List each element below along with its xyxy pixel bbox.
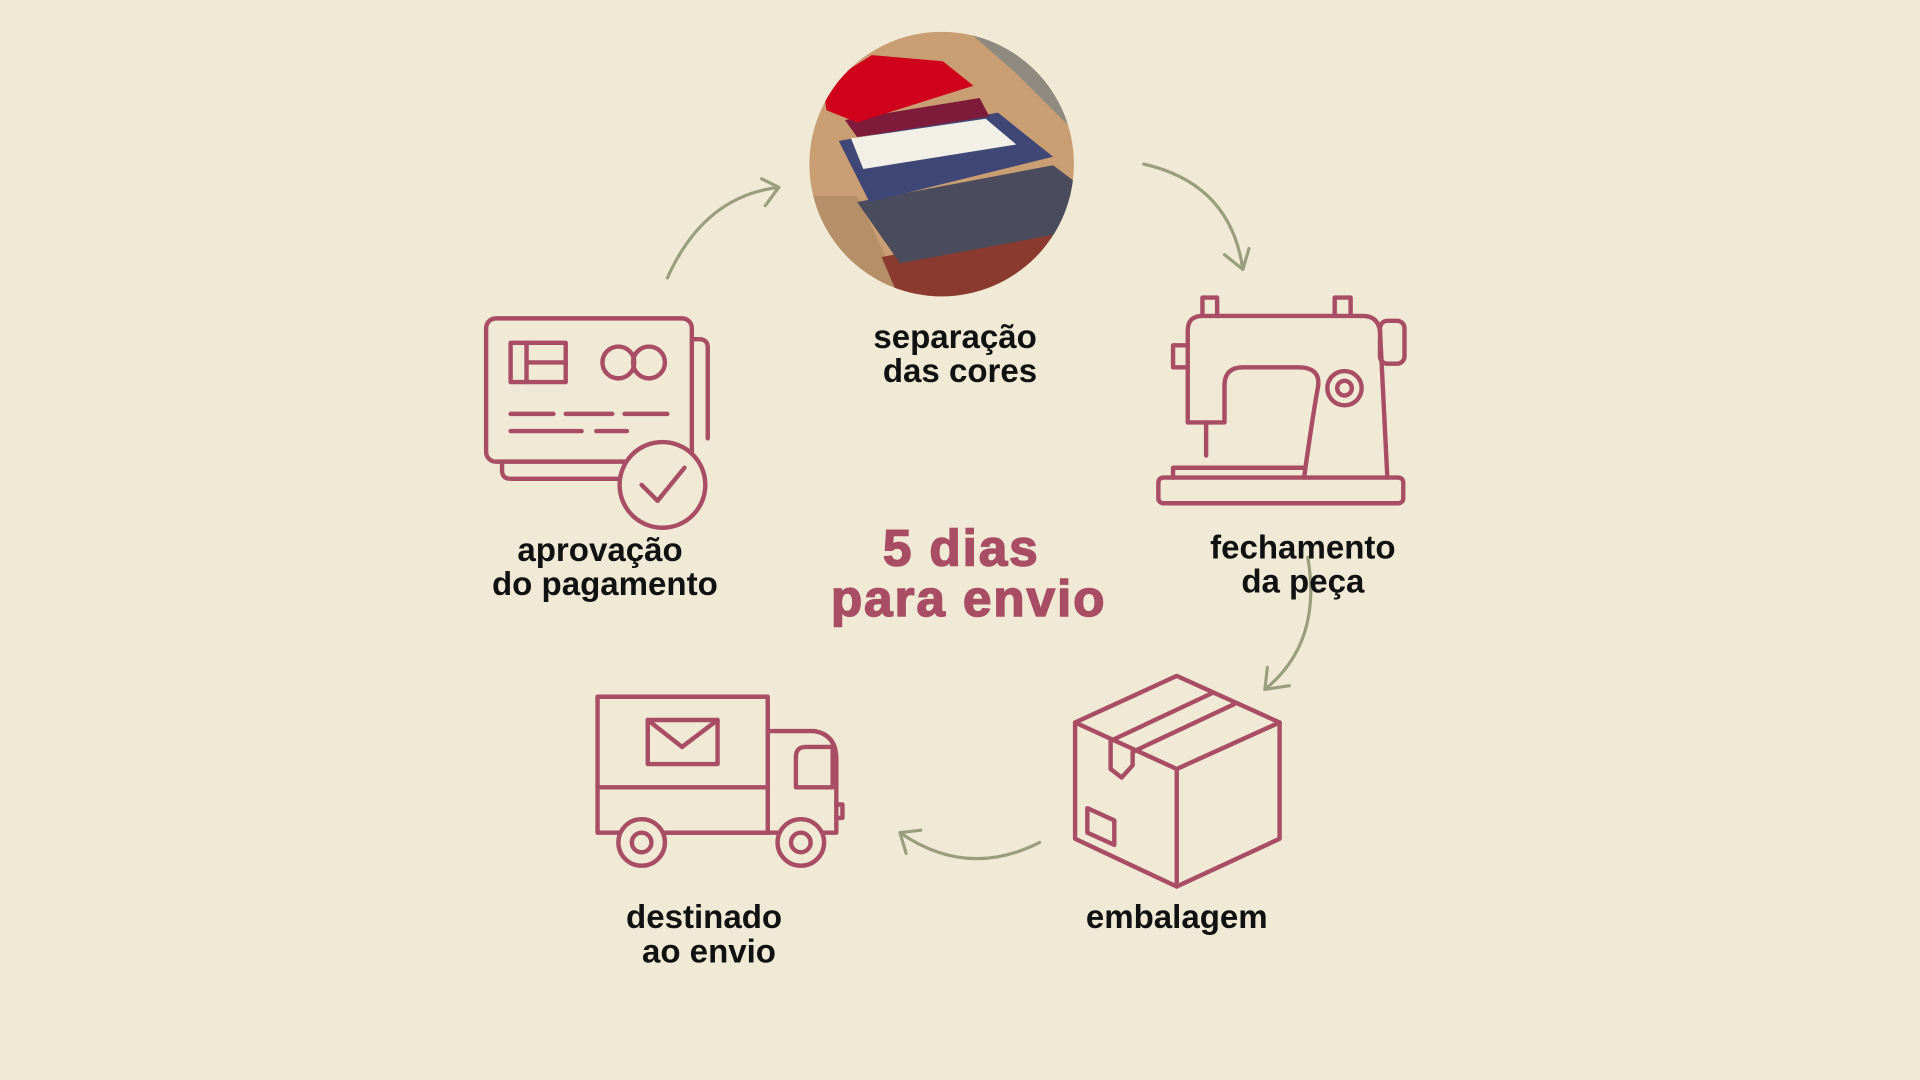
label-packaging: embalagem	[1086, 899, 1268, 936]
label-line-2: ao envio	[642, 933, 776, 970]
box-icon	[1072, 673, 1282, 889]
arrow-separation-to-sewing	[1142, 162, 1251, 271]
arrow-payment-to-separation	[665, 177, 781, 280]
label-payment-approval: aprovação do pagamento	[492, 532, 718, 603]
center-title-line-2: para envio	[831, 569, 1107, 627]
center-title: 5 dias para envio	[830, 518, 1107, 628]
sewing-machine-icon	[1156, 295, 1407, 506]
label-color-separation: separação das cores	[873, 319, 1037, 390]
truck-icon	[595, 694, 845, 868]
center-title-line-1: 5 dias	[883, 519, 1040, 577]
label-line-2: da peça	[1241, 564, 1365, 601]
label-line-2: do pagamento	[492, 566, 718, 603]
label-shipping: destinado ao envio	[626, 899, 782, 970]
fabric-photo	[809, 31, 1074, 297]
arrow-packaging-to-shipping	[898, 828, 1042, 861]
label-line-2: das cores	[883, 353, 1037, 390]
label-line-1: destinado	[626, 899, 782, 936]
arrow-sewing-to-packaging	[1263, 555, 1313, 691]
label-line-1: aprovação	[517, 532, 682, 569]
label-piece-closing: fechamento da peça	[1210, 529, 1395, 600]
credit-card-check-icon	[483, 316, 710, 530]
label-line-1: separação	[873, 319, 1037, 356]
label-line-1: embalagem	[1086, 899, 1268, 936]
label-line-1: fechamento	[1210, 529, 1395, 566]
